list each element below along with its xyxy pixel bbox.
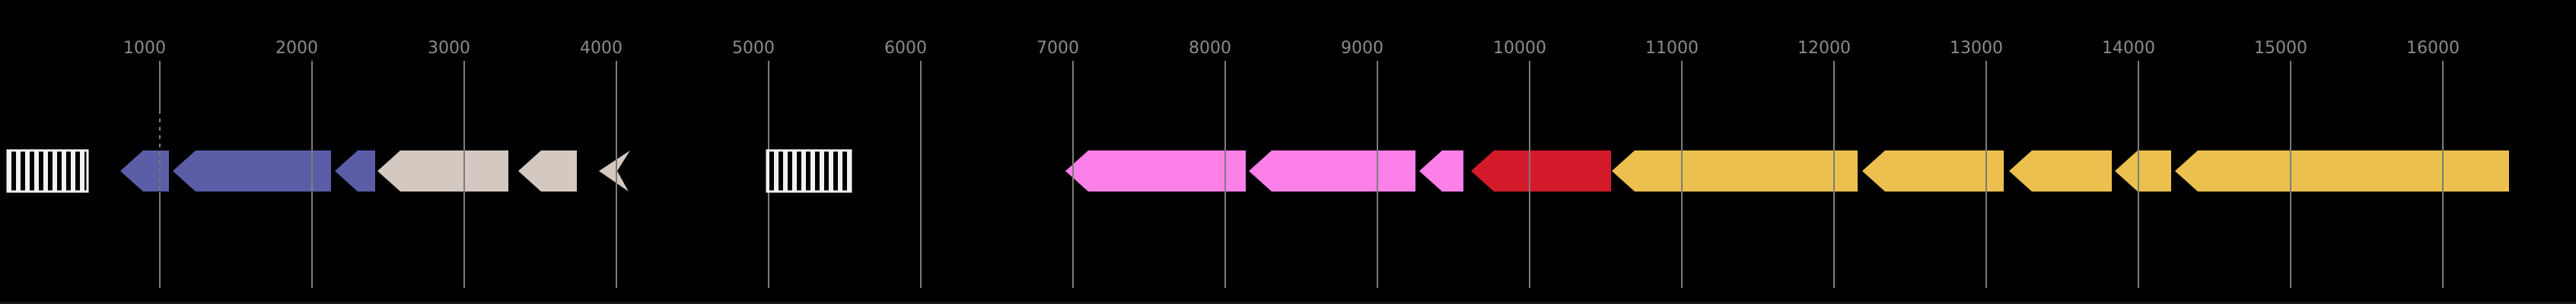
gene-2-arrow	[173, 150, 331, 192]
gene-7-arrow	[1065, 150, 1246, 192]
axis-tick-label: 15000	[2254, 39, 2307, 58]
gene-12-arrow	[1862, 150, 2004, 192]
gene-14-arrow	[2115, 150, 2171, 192]
axis-tick-label: 12000	[1797, 39, 1851, 58]
axis-tick-label: 6000	[884, 39, 927, 58]
axis-tick-label: 10000	[1493, 39, 1546, 58]
gene-15-arrow	[2175, 150, 2509, 192]
axis-tick-label: 14000	[2102, 39, 2155, 58]
gene-13-arrow	[2009, 150, 2112, 192]
axis-tick-label: 4000	[580, 39, 623, 58]
axis-tick-label: 7000	[1036, 39, 1079, 58]
gene-10-arrow	[1471, 150, 1611, 192]
ruler: 1000 2000 3000 4000 5000 6000 7000 8000 9000 1000…	[123, 39, 2460, 288]
gene-track	[120, 150, 2509, 192]
sequence-breaks	[6, 149, 852, 193]
gene-11-arrow	[1612, 150, 1858, 192]
axis-tick-label: 5000	[732, 39, 775, 58]
gene-4-arrow	[377, 150, 508, 192]
gene-9-arrow	[1419, 150, 1463, 192]
axis-tick-label: 3000	[428, 39, 470, 58]
figure-bottom-edge	[0, 302, 2576, 304]
gene-3-arrow	[335, 150, 375, 192]
axis-tick-label: 13000	[1950, 39, 2003, 58]
axis-tick-label: 1000	[123, 39, 166, 58]
gene-8-arrow	[1249, 150, 1415, 192]
axis-tick-label: 11000	[1645, 39, 1699, 58]
gene-5-arrow	[518, 150, 577, 192]
gene-6-arrow	[599, 150, 630, 192]
axis-tick-label: 9000	[1341, 39, 1384, 58]
axis-tick-label: 8000	[1189, 39, 1231, 58]
sequence-break-2-box	[766, 149, 852, 193]
axis-tick-label: 2000	[275, 39, 318, 58]
gene-1-arrow	[120, 150, 169, 192]
axis-tick-label: 16000	[2406, 39, 2460, 58]
sequence-break-1-box	[6, 149, 89, 193]
